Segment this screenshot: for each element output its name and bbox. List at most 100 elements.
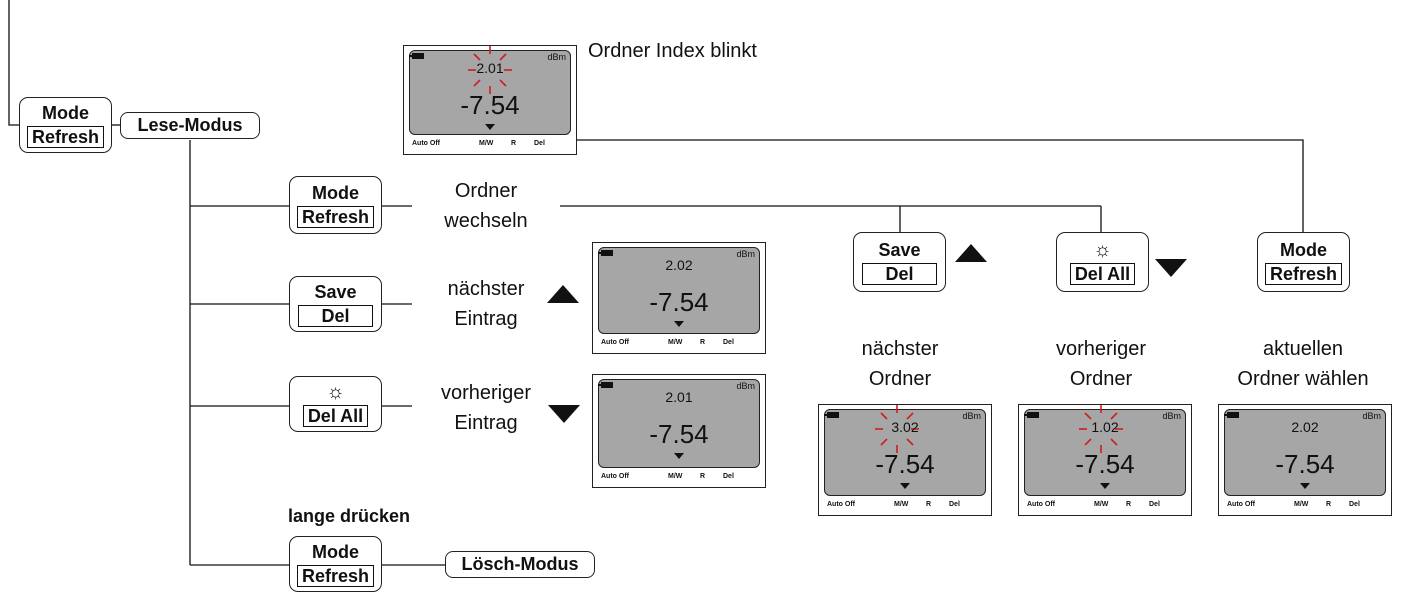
measurement-value: -7.54 — [1275, 449, 1335, 479]
footer-mw: M/W — [894, 501, 909, 508]
display-prev-folder: dBm 1.02 -7.54 Auto Off M/W R Del — [1018, 404, 1192, 516]
battery-icon — [1024, 412, 1039, 418]
battery-icon — [1224, 412, 1239, 418]
long-press-caption: lange drücken — [288, 506, 411, 526]
button-top-label: Mode — [1280, 239, 1327, 260]
prev-entry-line2: Eintrag — [454, 412, 518, 434]
button-bottom-label: Del — [298, 304, 373, 327]
display-footer: Auto Off M/W R Del — [404, 138, 576, 152]
pointer-icon — [674, 453, 684, 459]
del-all-button-entry[interactable]: ☼ Del All — [289, 376, 382, 432]
next-folder-line2: Ordner — [868, 368, 932, 390]
folder-change-line1: Ordner — [454, 180, 518, 202]
mode-refresh-button-long-press[interactable]: Mode Refresh — [289, 536, 382, 592]
battery-icon — [598, 250, 613, 256]
battery-icon — [409, 53, 424, 59]
display-top: dBm 2.01 -7.54 Auto Off M/W R Del — [403, 45, 577, 155]
prev-entry-line1: vorheriger — [440, 382, 532, 404]
mode-refresh-button-folder[interactable]: Mode Refresh — [289, 176, 382, 234]
footer-mw: M/W — [668, 339, 683, 346]
unit-label: dBm — [962, 411, 981, 421]
battery-icon — [598, 382, 613, 388]
prev-folder-line2: Ordner — [1069, 368, 1133, 390]
top-display-caption: Ordner Index blinkt — [588, 40, 757, 62]
button-top-label: Save — [878, 239, 921, 260]
button-bottom-label: Refresh — [1264, 262, 1343, 285]
blink-burst-icon — [1079, 405, 1123, 453]
folder-index: 2.01 — [476, 60, 504, 76]
pointer-icon — [674, 321, 684, 327]
lcd-screen — [1024, 409, 1186, 496]
footer-r: R — [1126, 501, 1132, 508]
display-next-folder: dBm 3.02 -7.54 Auto Off M/W R Del — [818, 404, 992, 516]
unit-label: dBm — [736, 249, 755, 259]
footer-del: Del — [1149, 501, 1160, 508]
del-all-button-folder[interactable]: ☼ Del All — [1056, 232, 1149, 292]
footer-r: R — [511, 140, 517, 147]
footer-mw: M/W — [1294, 501, 1309, 508]
mode-refresh-button-main[interactable]: Mode Refresh — [19, 97, 112, 153]
save-del-button-folder[interactable]: Save Del — [853, 232, 946, 292]
sun-icon: ☼ — [1093, 238, 1112, 261]
up-arrow-icon — [955, 244, 987, 262]
next-entry-line1: nächster — [447, 278, 525, 300]
pointer-icon — [1100, 483, 1110, 489]
button-bottom-label: Del — [862, 262, 937, 285]
pointer-icon — [485, 124, 495, 130]
footer-auto-off: Auto Off — [1027, 501, 1055, 508]
unit-label: dBm — [1162, 411, 1181, 421]
footer-mw: M/W — [1094, 501, 1109, 508]
button-bottom-label: Refresh — [296, 205, 375, 228]
footer-auto-off: Auto Off — [601, 473, 629, 480]
prev-folder-line1: vorheriger — [1055, 338, 1147, 360]
save-del-button-entry[interactable]: Save Del — [289, 276, 382, 332]
folder-index: 2.01 — [665, 389, 693, 405]
down-arrow-icon — [1155, 259, 1187, 277]
display-select-folder: dBm 2.02 -7.54 Auto Off M/W R Del — [1218, 404, 1392, 516]
measurement-value: -7.54 — [875, 449, 935, 479]
measurement-value: -7.54 — [649, 287, 709, 317]
footer-mw: M/W — [479, 140, 494, 147]
folder-index: 1.02 — [1091, 419, 1119, 435]
folder-index: 2.02 — [665, 257, 693, 273]
unit-label: dBm — [736, 381, 755, 391]
pointer-icon — [1300, 483, 1310, 489]
button-top-label: Mode — [312, 182, 359, 203]
measurement-value: -7.54 — [460, 90, 520, 120]
footer-del: Del — [723, 473, 734, 480]
unit-label: dBm — [547, 52, 566, 62]
display-prev-entry: dBm 2.01 -7.54 Auto Off M/W R Del — [592, 374, 766, 488]
button-top-label: Mode — [312, 541, 359, 562]
footer-mw: M/W — [668, 473, 683, 480]
next-entry-line2: Eintrag — [454, 308, 518, 330]
display-footer: Auto Off M/W R Del — [593, 337, 765, 351]
display-footer: Auto Off M/W R Del — [1219, 499, 1391, 513]
lcd-screen — [1224, 409, 1386, 496]
button-bottom-label: Refresh — [26, 125, 105, 148]
sun-icon: ☼ — [326, 380, 345, 403]
up-arrow-icon — [547, 285, 579, 303]
folder-index: 2.02 — [1291, 419, 1319, 435]
select-folder-line2: Ordner wählen — [1237, 368, 1369, 390]
footer-r: R — [700, 473, 706, 480]
read-mode-label: Lese-Modus — [120, 112, 260, 139]
next-folder-line1: nächster — [861, 338, 939, 360]
lcd-screen — [598, 379, 760, 468]
footer-auto-off: Auto Off — [1227, 501, 1255, 508]
folder-index: 3.02 — [891, 419, 919, 435]
button-bottom-label: Refresh — [296, 564, 375, 587]
footer-del: Del — [949, 501, 960, 508]
footer-r: R — [700, 339, 706, 346]
blink-burst-icon — [468, 46, 512, 94]
button-top-label: Mode — [42, 102, 89, 123]
select-folder-line1: aktuellen — [1262, 338, 1344, 360]
button-bottom-label: Del All — [302, 404, 369, 427]
display-footer: Auto Off M/W R Del — [593, 471, 765, 485]
down-arrow-icon — [548, 405, 580, 423]
pointer-icon — [900, 483, 910, 489]
delete-mode-label: Lösch-Modus — [445, 551, 595, 578]
measurement-value: -7.54 — [1075, 449, 1135, 479]
footer-auto-off: Auto Off — [827, 501, 855, 508]
mode-refresh-button-select[interactable]: Mode Refresh — [1257, 232, 1350, 292]
